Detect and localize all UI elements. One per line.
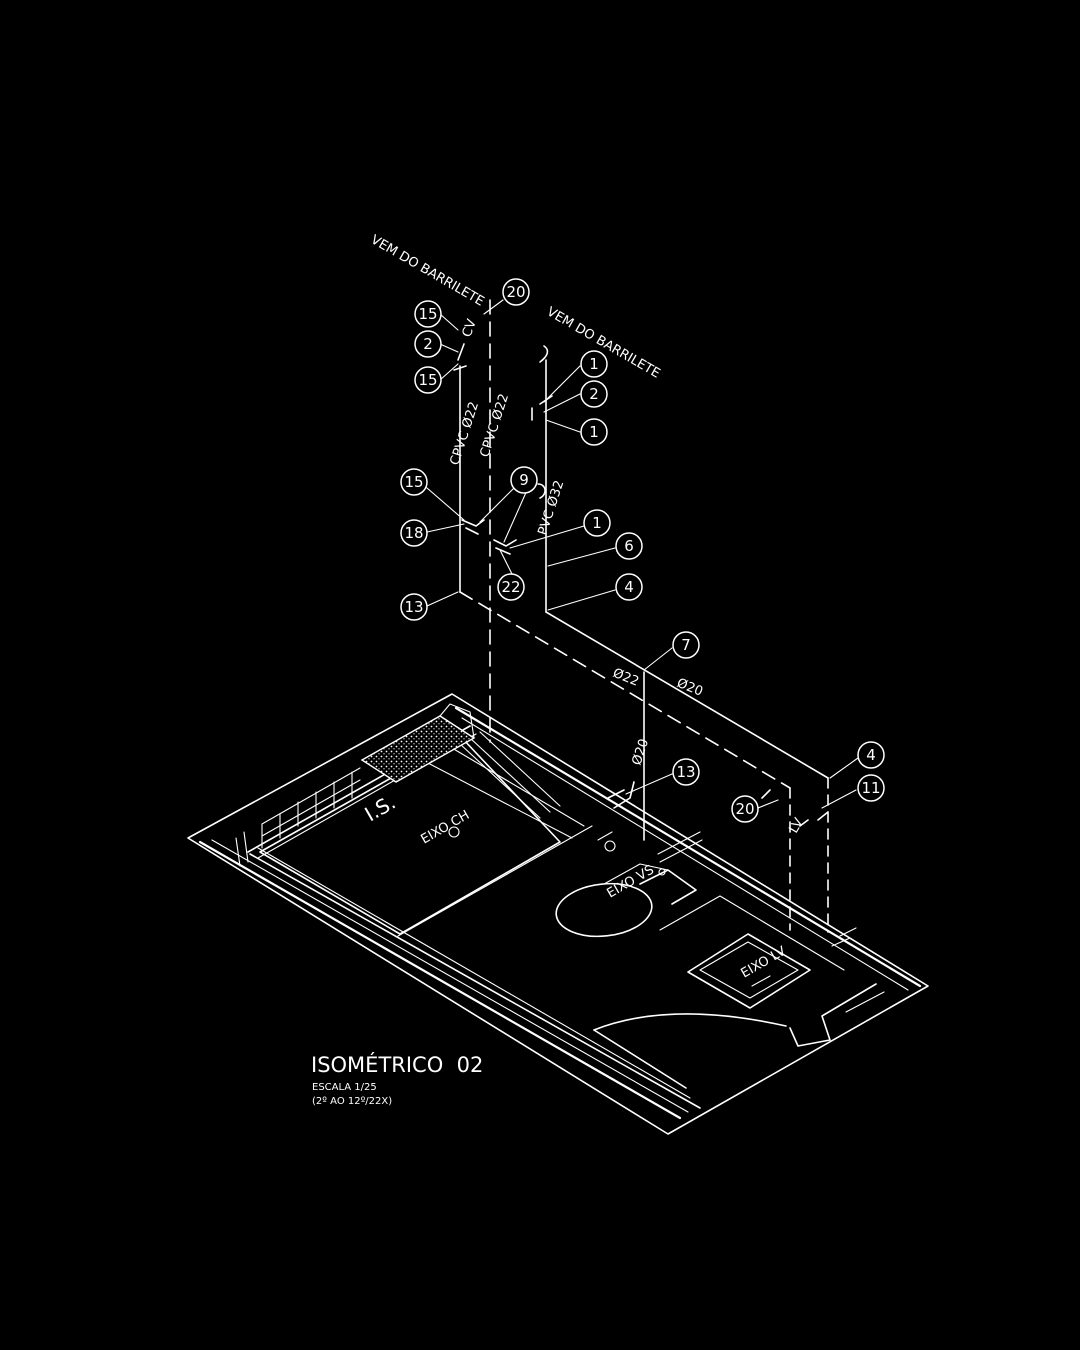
callout-bubble: 13: [672, 758, 700, 786]
svg-text:18: 18: [404, 524, 423, 542]
svg-text:13: 13: [404, 598, 423, 616]
svg-text:15: 15: [404, 473, 423, 491]
svg-text:4: 4: [866, 746, 876, 764]
svg-text:22: 22: [501, 578, 520, 596]
svg-text:2: 2: [423, 335, 433, 353]
callout-bubble: 1: [580, 350, 608, 378]
label-d22: Ø22: [611, 666, 641, 690]
callout-bubble: 9: [510, 466, 538, 494]
piping: [453, 299, 829, 933]
svg-text:20: 20: [506, 283, 525, 301]
label-cpvc-22-b: CPVC Ø22: [478, 392, 513, 459]
label-lv: LV: [786, 816, 806, 836]
callout-bubble: 15: [400, 468, 428, 496]
svg-text:9: 9: [519, 471, 529, 489]
label-eixo-ch: EIXO CH: [419, 808, 473, 848]
svg-text:20: 20: [735, 800, 754, 818]
svg-text:1: 1: [589, 423, 599, 441]
drawing-scale: ESCALA 1/25: [312, 1082, 377, 1093]
title-block: ISOMÉTRICO 02 ESCALA 1/25 (2º AO 12º/22X…: [311, 1052, 483, 1107]
svg-text:6: 6: [624, 537, 634, 555]
callouts: 20 15 2 15 1 2 1 15 9 18 1 6 22 4 13 7 4…: [400, 278, 885, 823]
leader-lines: [426, 299, 859, 809]
label-cpvc-22-a: CPVC Ø22: [448, 400, 483, 467]
svg-text:7: 7: [681, 636, 691, 654]
svg-text:2: 2: [589, 385, 599, 403]
callout-bubble: 18: [400, 519, 428, 547]
callout-bubble: 1: [583, 509, 611, 537]
callout-bubble: 13: [400, 593, 428, 621]
floor-plan: [187, 693, 929, 1135]
label-pvc-32: PVC Ø32: [536, 479, 568, 538]
callout-bubble: 4: [615, 573, 643, 601]
svg-text:11: 11: [861, 779, 880, 797]
callout-bubble: 11: [857, 774, 885, 802]
drawing-title: ISOMÉTRICO 02: [311, 1052, 483, 1077]
svg-text:13: 13: [676, 763, 695, 781]
svg-text:15: 15: [418, 305, 437, 323]
callout-bubble: 20: [731, 795, 759, 823]
label-d20-v: Ø20: [630, 737, 653, 767]
callout-bubble: 1: [580, 418, 608, 446]
callout-bubble: 15: [414, 300, 442, 328]
label-barrilete-left: VEM DO BARRILETE: [368, 232, 486, 309]
label-eixo-lv: EIXO LV: [739, 944, 789, 982]
callout-bubble: 15: [414, 366, 442, 394]
callout-bubble: 20: [502, 278, 530, 306]
callout-bubble: 7: [672, 631, 700, 659]
svg-text:1: 1: [592, 514, 602, 532]
callout-bubble: 6: [615, 532, 643, 560]
callout-bubble: 22: [497, 573, 525, 601]
callout-bubble: 2: [580, 380, 608, 408]
drawing-floor-note: (2º AO 12º/22X): [312, 1096, 392, 1107]
label-eixo-vs: EIXO VS: [605, 863, 657, 902]
callout-bubble: 2: [414, 330, 442, 358]
svg-text:4: 4: [624, 578, 634, 596]
svg-text:1: 1: [589, 355, 599, 373]
label-room: I.S.: [361, 790, 400, 826]
svg-text:15: 15: [418, 371, 437, 389]
callout-bubble: 4: [857, 741, 885, 769]
label-cv: CV: [460, 317, 480, 339]
